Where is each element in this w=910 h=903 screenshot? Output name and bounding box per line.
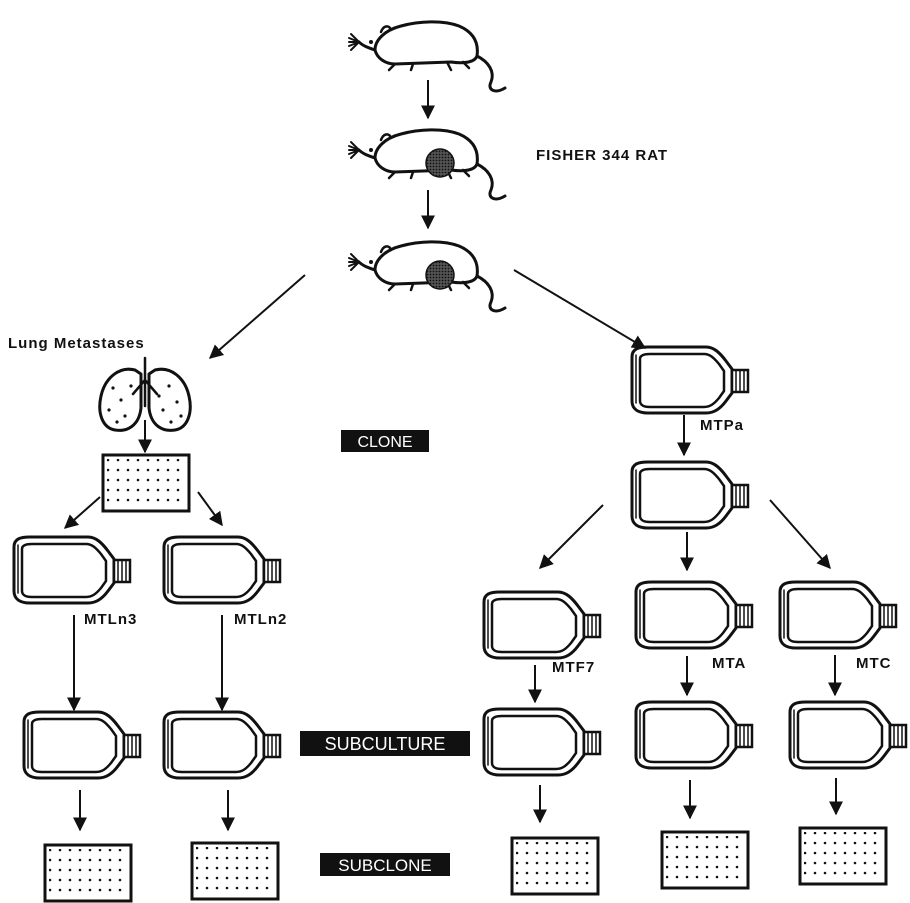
arrow-plate-to-mtln3 [65, 497, 100, 528]
mtc-label: MTC [856, 655, 892, 672]
mtln3-label: MTLn3 [84, 611, 137, 628]
lung-metastases-label: Lung Metastases [8, 335, 145, 352]
flask-icon-mtc [780, 582, 896, 648]
flask-icon-mtln2-subculture [164, 712, 280, 778]
flask-icon-mtc-subculture [790, 702, 906, 768]
arrow-plate-to-mtln2 [198, 492, 222, 525]
subculture-step-label: SUBCULTURE [325, 734, 446, 754]
flask-icon-mta [636, 582, 752, 648]
flask-icon-mtln3-subculture [24, 712, 140, 778]
plate-icon-lung-clone [103, 455, 189, 511]
flask-icon-mtpa [632, 347, 748, 413]
clone-step-label: CLONE [357, 434, 412, 451]
arrow-to-mtc [770, 500, 830, 568]
arrow-to-mtf7 [540, 505, 603, 568]
mtf7-label: MTF7 [552, 659, 595, 676]
arrow-to-mtpa [514, 270, 645, 348]
flask-icon-mtf7-subculture [484, 709, 600, 775]
subclone-step-label: SUBCLONE [338, 856, 432, 875]
tumor-mass [426, 149, 454, 177]
plate-icon-mtf7-subclone [512, 838, 598, 894]
plate-icon-mtln3-subclone [45, 845, 131, 901]
mta-label: MTA [712, 655, 746, 672]
lung-icon [100, 358, 190, 430]
mtln2-label: MTLn2 [234, 611, 287, 628]
mtpa-label: MTPa [700, 417, 744, 434]
flask-icon-mtln2 [164, 537, 280, 603]
plate-icon-mtc-subclone [800, 828, 886, 884]
flask-icon-mta-subculture [636, 702, 752, 768]
subject-label: FISHER 344 RAT [536, 147, 668, 164]
flask-icon-mtpa-clone [632, 462, 748, 528]
plate-icon-mtln2-subclone [192, 843, 278, 899]
flask-icon-mtln3 [14, 537, 130, 603]
clone-step-badge: CLONE [341, 430, 429, 452]
flask-icon-mtf7 [484, 592, 600, 658]
arrow-to-lung [210, 275, 305, 358]
tumor-mass-2 [426, 261, 454, 289]
subclone-step-badge: SUBCLONE [320, 853, 450, 876]
subculture-step-badge: SUBCULTURE [300, 731, 470, 756]
plate-icon-mta-subclone [662, 832, 748, 888]
